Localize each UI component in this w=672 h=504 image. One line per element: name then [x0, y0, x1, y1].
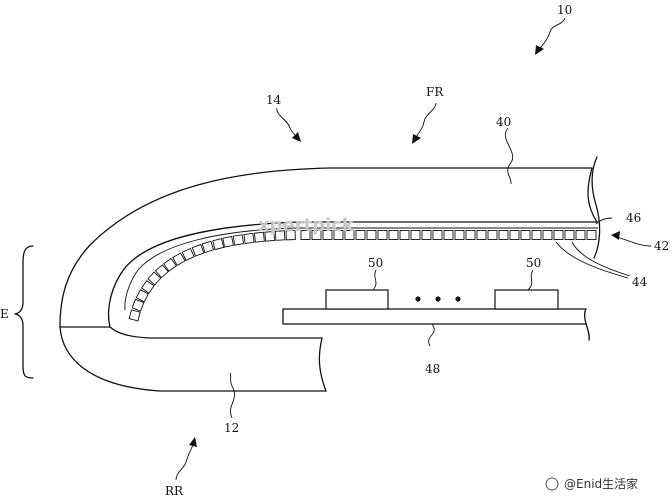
pixel-cell: [531, 230, 542, 240]
label-42: 42: [654, 239, 669, 253]
arrow-fr-head: [412, 134, 421, 144]
cover-break-right: [587, 167, 598, 223]
leader-50a: [372, 269, 377, 291]
arrow-10: [536, 17, 566, 53]
label-46: 46: [626, 211, 641, 225]
credit-text: @Enid生活家: [564, 476, 638, 491]
pixel-cell: [131, 298, 145, 312]
pixel-cell: [163, 257, 177, 272]
label-10: 10: [557, 3, 572, 17]
substrate-board: [282, 308, 587, 325]
leader-50b: [527, 269, 534, 291]
ellipsis-dot: [455, 296, 461, 302]
layer-46-curve: [124, 227, 297, 311]
component-left: [325, 289, 389, 310]
label-12: 12: [224, 421, 239, 435]
pixel-cell: [355, 230, 366, 240]
ellipsis-dot: [435, 296, 441, 302]
arrow-42-head: [611, 231, 620, 240]
label-50-left: 50: [368, 256, 383, 270]
label-40: 40: [496, 115, 511, 129]
pixel-cell: [344, 230, 355, 240]
pixel-cell: [264, 230, 276, 242]
pixel-cell: [201, 240, 215, 254]
leader-12: [229, 372, 235, 419]
pixel-cell: [191, 243, 205, 257]
pixel-cell: [487, 230, 498, 240]
housing-outline: [59, 326, 327, 392]
leader-44b: [555, 241, 629, 279]
arrow-rr: [175, 441, 195, 481]
pixel-cell: [181, 247, 195, 261]
pixel-cell: [399, 230, 410, 240]
pixel-cell: [274, 230, 286, 241]
pixel-cell: [322, 230, 333, 240]
label-14: 14: [266, 93, 282, 107]
label-rr: RR: [165, 484, 184, 498]
pixel-cell: [140, 280, 155, 294]
pixel-cell: [154, 264, 169, 279]
pixel-cell: [311, 230, 322, 240]
pixel-cell: [586, 230, 597, 240]
pixel-cell: [243, 232, 255, 244]
pixel-cell: [135, 289, 149, 303]
pixel-cell: [553, 230, 564, 240]
label-fr: FR: [426, 85, 444, 99]
pixel-cell: [147, 271, 162, 286]
arrow-rr-head: [189, 437, 197, 447]
substrate-break: [583, 308, 590, 341]
pixel-cell: [465, 230, 476, 240]
pixel-cell: [333, 230, 344, 240]
pixel-cell: [253, 231, 265, 243]
pixel-cell: [377, 230, 388, 240]
pixel-cell: [222, 235, 234, 248]
pixel-cell: [366, 230, 377, 240]
pixel-cell: [454, 230, 465, 240]
label-48: 48: [425, 362, 440, 376]
pixel-cell: [172, 252, 186, 266]
pixel-cell: [520, 230, 531, 240]
pixel-cell: [564, 230, 575, 240]
edge-bracket: [14, 245, 34, 379]
right-break-line: [591, 156, 601, 259]
pixel-cell: [300, 230, 311, 240]
pixel-cell: [542, 230, 553, 240]
leader-48: [428, 323, 435, 347]
pixel-cell: [232, 234, 245, 246]
pixel-cell: [388, 230, 399, 240]
pixel-cell: [421, 230, 432, 240]
pixel-cell: [498, 230, 509, 240]
pixel-cell: [212, 238, 225, 251]
arrow-10-head: [535, 45, 544, 55]
pixel-cell: [476, 230, 487, 240]
arrow-42: [613, 235, 652, 247]
ellipsis-dot: [415, 296, 421, 302]
pixel-cell: [410, 230, 421, 240]
component-right: [494, 289, 559, 310]
pixel-array: [128, 230, 597, 322]
leader-40: [505, 127, 513, 185]
watermark-text: xpertpick: [258, 215, 355, 236]
cover-outline: [59, 167, 593, 328]
arrow-14-head: [292, 132, 301, 142]
weibo-icon: [545, 477, 559, 491]
cover-inner-edge: [107, 221, 598, 328]
pixel-cell: [432, 230, 443, 240]
label-e: E: [0, 307, 9, 321]
pixel-cell: [285, 230, 296, 241]
housing-break: [318, 337, 327, 392]
pixel-cell: [509, 230, 520, 240]
leader-46: [595, 217, 613, 225]
housing-inner-edge: [109, 326, 323, 339]
leader-44a: [571, 241, 631, 277]
label-44: 44: [632, 275, 648, 289]
arrow-fr: [413, 102, 437, 141]
pixel-cell: [443, 230, 454, 240]
pixel-cell: [128, 309, 141, 322]
pixel-cell: [575, 230, 586, 240]
label-50-right: 50: [526, 256, 541, 270]
